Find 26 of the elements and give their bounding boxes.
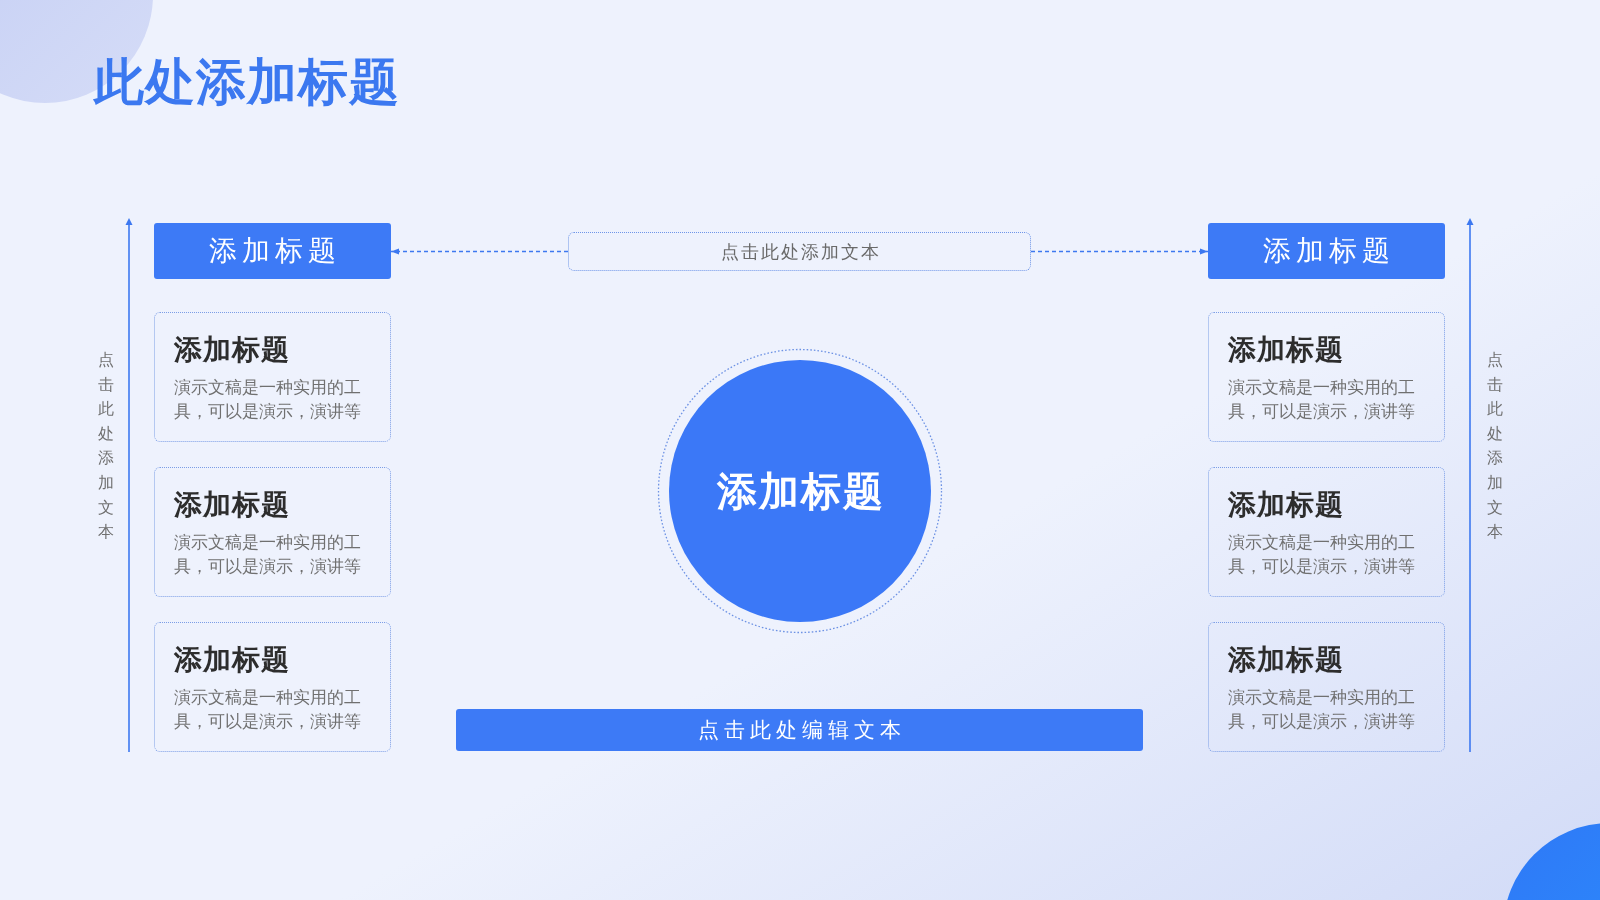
vertical-text: 点击此处添加文本 [97,349,114,544]
vertical-text: 点击此处添加文本 [1486,349,1503,544]
card-heading: 添加标题 [174,332,290,368]
circle-heading: 添加标题 [716,467,885,516]
text-banner [456,709,1143,751]
card-text: 演示文稿是一种实用的工具，可以是演示，演讲等 [174,686,362,733]
center-circle [657,348,943,634]
card-heading: 添加标题 [1228,642,1344,678]
heading-banner [1208,223,1445,279]
card-text: 演示文稿是一种实用的工具，可以是演示，演讲等 [1228,376,1416,423]
card-heading: 添加标题 [1228,332,1344,368]
banner-heading: 添加标题 [208,234,341,268]
banner-text: 点击此处编辑文本 [697,717,906,744]
card-text: 演示文稿是一种实用的工具，可以是演示，演讲等 [174,376,362,423]
arrow [390,248,569,255]
banner-heading: 添加标题 [1262,234,1395,268]
arrow [1030,248,1209,255]
card-text: 演示文稿是一种实用的工具，可以是演示，演讲等 [1228,686,1416,733]
card-heading: 添加标题 [174,642,290,678]
card-heading: 添加标题 [174,487,290,523]
card-heading: 添加标题 [1228,487,1344,523]
frame-text: 点击此处添加文本 [719,239,881,264]
page-title: 此处添加标题 [94,52,400,113]
heading-banner [154,223,391,279]
card-text: 演示文稿是一种实用的工具，可以是演示，演讲等 [1228,531,1416,578]
card-text: 演示文稿是一种实用的工具，可以是演示，演讲等 [174,531,362,578]
